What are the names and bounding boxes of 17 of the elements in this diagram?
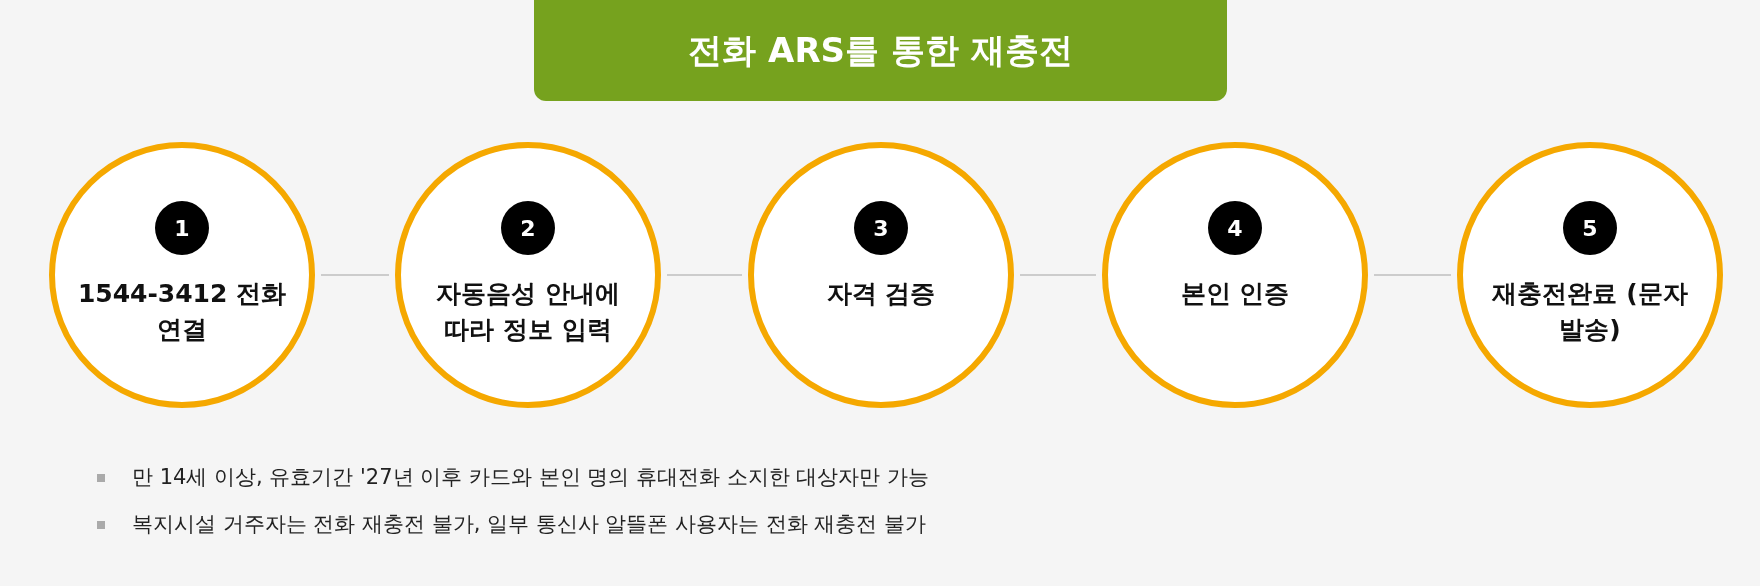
note-text: 만 14세 이상, 유효기간 '27년 이후 카드와 본인 명의 휴대전화 소지한 대상자만 가능 bbox=[132, 464, 929, 491]
connector-line bbox=[666, 274, 743, 276]
step-number-badge: 2 bbox=[501, 201, 555, 255]
step-label: 자격 검증 bbox=[825, 278, 937, 310]
step-label: 1544-3412 전화연결 bbox=[76, 278, 288, 346]
note-text: 복지시설 거주자는 전화 재충전 불가, 일부 통신사 알뜰폰 사용자는 전화 재충전 불가 bbox=[132, 511, 927, 538]
step-number-badge: 5 bbox=[1563, 201, 1617, 255]
connector-line bbox=[320, 274, 390, 276]
step-number-badge: 4 bbox=[1208, 201, 1262, 255]
connector-line bbox=[1019, 274, 1097, 276]
connector-line bbox=[1373, 274, 1452, 276]
step-label: 본인 인증 bbox=[1179, 278, 1291, 310]
step-number-badge: 3 bbox=[854, 201, 908, 255]
title-banner: 전화 ARS를 통한 재충전 bbox=[534, 0, 1227, 101]
step-label: 재충전완료 (문자발송) bbox=[1491, 278, 1689, 346]
step-label: 자동음성 안내에 따라 정보 입력 bbox=[435, 278, 621, 346]
step-number-badge: 1 bbox=[155, 201, 209, 255]
